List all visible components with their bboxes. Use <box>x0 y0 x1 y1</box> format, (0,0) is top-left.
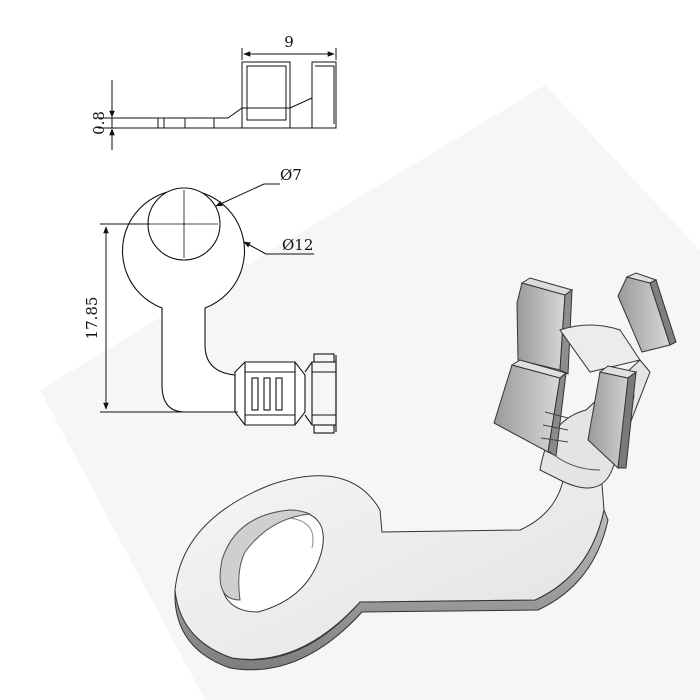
dim-thickness-label: 0.8 <box>90 111 108 135</box>
isometric-view <box>174 272 677 671</box>
top-view <box>100 183 337 434</box>
dim-length-label: 17.85 <box>83 297 101 340</box>
dim-width-label: 9 <box>284 33 294 51</box>
side-view <box>98 48 337 150</box>
dim-hole-diameter-label: Ø7 <box>280 166 302 184</box>
dim-ring-diameter-label: Ø12 <box>282 236 313 254</box>
